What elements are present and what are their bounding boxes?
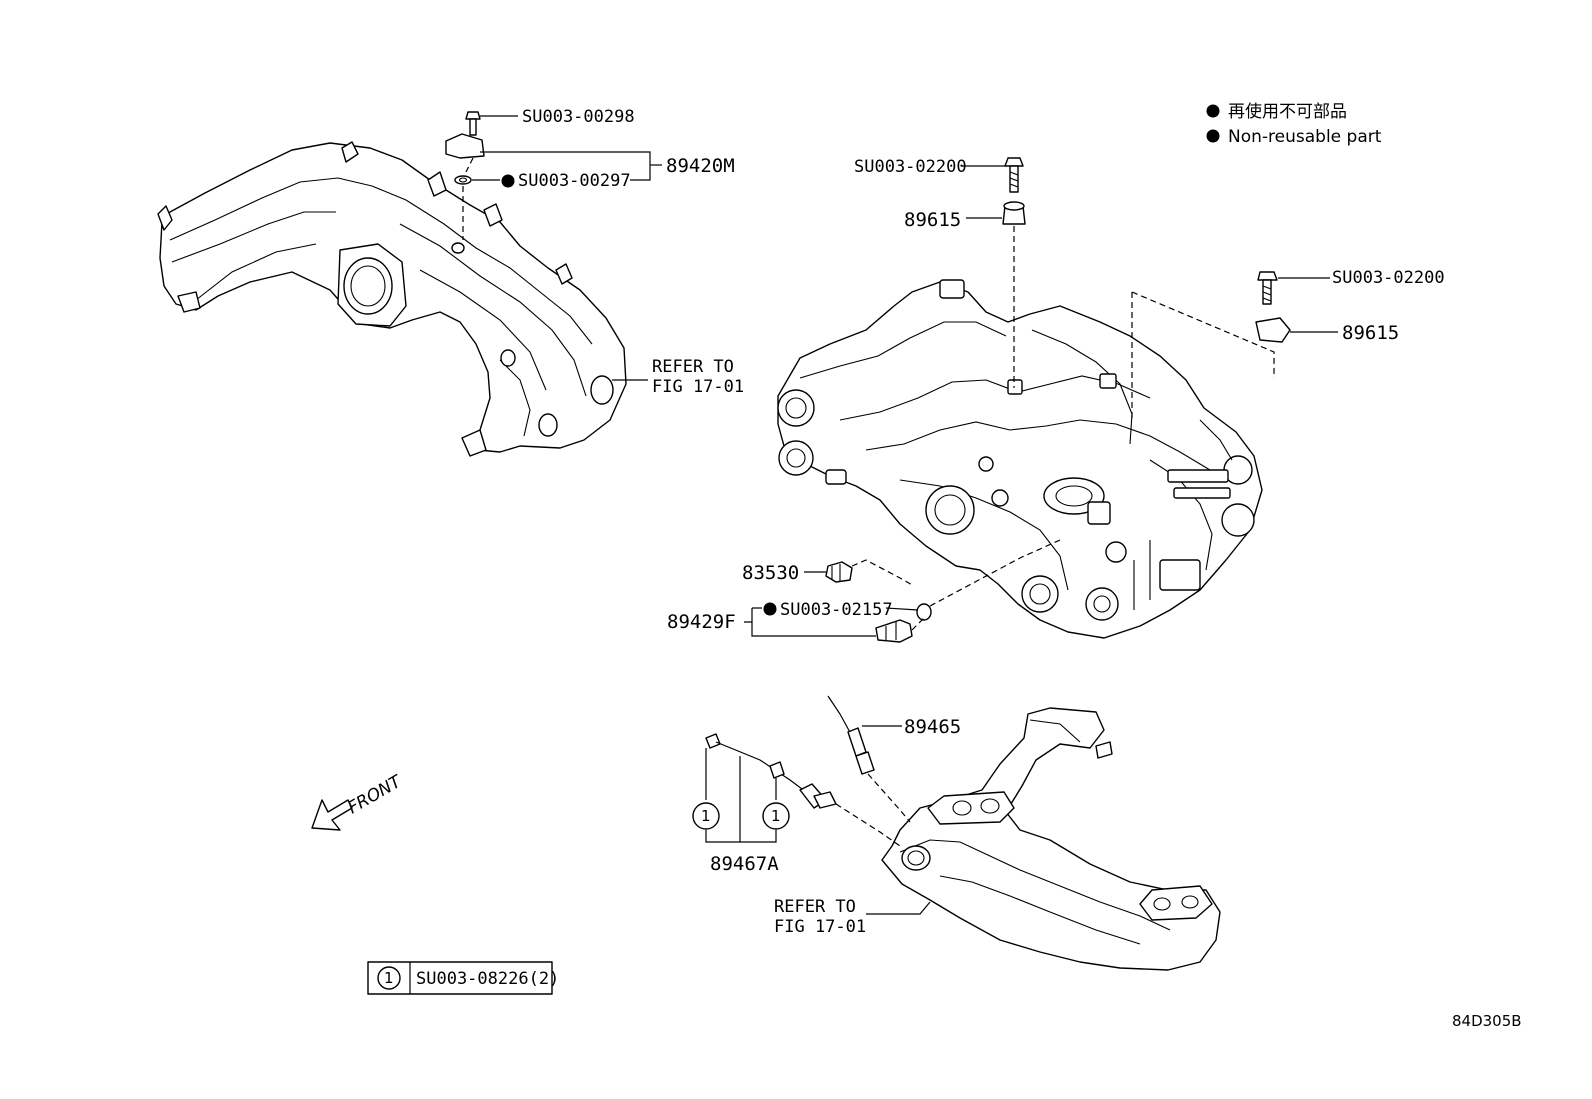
manifold-leaders [472,115,662,381]
legend-en: Non-reusable part [1228,127,1382,147]
label-front: FRONT [345,771,407,818]
label-su003-02157: SU003-02157 [780,600,893,620]
label-fig-17-01-1: FIG 17-01 [652,377,744,397]
bracket-circle-a [692,802,720,830]
legend: 再使用不可部品 Non-reusable part [1206,101,1382,147]
label-83530: 83530 [742,562,799,584]
footnote-box [367,961,553,995]
label-89420m: 89420M [666,155,735,177]
knock-sensor-1-group [962,157,1026,388]
exhaust-manifold-drawing [881,707,1221,971]
non-reusable-dot-icon [501,174,515,188]
o2-sensor-89465-group [827,695,911,823]
map-sensor-group [445,111,485,240]
temp-sensor-group [744,539,1061,643]
label-su003-02200-a: SU003-02200 [854,157,967,177]
legend-jp: 再使用不可部品 [1228,101,1347,122]
label-su003-00298: SU003-00298 [522,107,635,127]
engine-block-drawing [777,279,1263,639]
oil-pressure-switch-group [804,559,915,587]
label-89615-b: 89615 [1342,322,1399,344]
bracket-circle-b [762,802,790,830]
diagram-code: 84D305B [1452,1012,1522,1030]
refer-2-leader [866,901,931,915]
label-89429f: 89429F [667,611,736,633]
knock-sensor-2-group [1131,271,1338,420]
label-89615-a: 89615 [904,209,961,231]
label-fig-17-01-2: FIG 17-01 [774,917,866,937]
label-circle-b: 1 [771,807,781,825]
label-su003-00297: SU003-00297 [518,171,631,191]
footnote-part: SU003-08226(2) [416,969,559,989]
label-circle-a: 1 [701,807,711,825]
label-refer-to-1: REFER TO [652,357,734,377]
non-reusable-dot-icon [1206,129,1220,143]
label-refer-to-2: REFER TO [774,897,856,917]
label-su003-02200-b: SU003-02200 [1332,268,1445,288]
intake-manifold-drawing [157,141,627,457]
label-89467a: 89467A [710,853,779,875]
label-89465: 89465 [904,716,961,738]
o2-sensor-89467a-group [692,733,901,847]
non-reusable-dot-icon [763,602,777,616]
front-arrow [311,799,353,831]
footnote-number: 1 [384,969,394,987]
non-reusable-dot-icon [1206,104,1220,118]
